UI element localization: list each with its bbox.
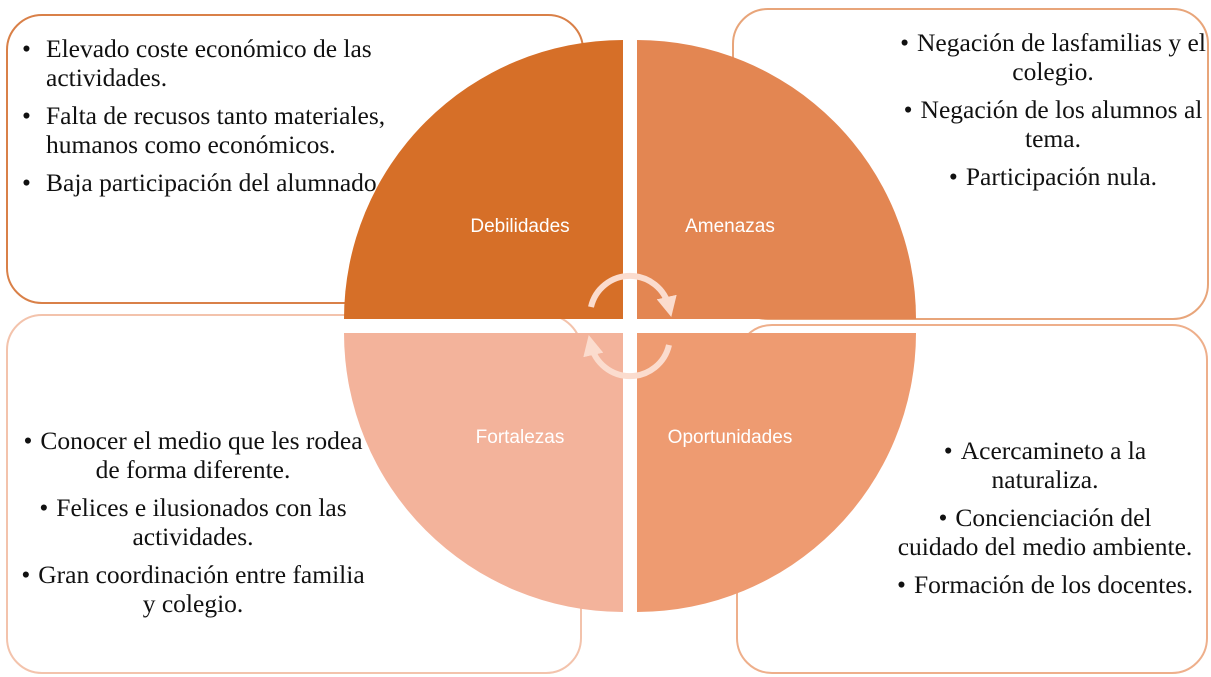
- fortalezas-label: Fortalezas: [475, 427, 565, 448]
- debilidades-bullet: Baja participación del alumnado.: [22, 168, 394, 197]
- debilidades-label: Debilidades: [470, 216, 570, 237]
- oportunidades-bullet: Acercamineto a la naturaliza.: [897, 436, 1193, 494]
- amenazas-bullet-list: Negación de lasfamilias y el colegio. Ne…: [900, 28, 1206, 191]
- amenazas-bullet: Negación de los alumnos al tema.: [900, 95, 1206, 153]
- amenazas-label: Amenazas: [685, 216, 775, 237]
- cycle-arrow-icon: [583, 272, 677, 380]
- oportunidades-bullet: Formación de los docentes.: [897, 570, 1193, 599]
- amenazas-bullet: Negación de lasfamilias y el colegio.: [900, 28, 1206, 86]
- fortalezas-bullet: Conocer el medio que les rodea de forma …: [14, 426, 372, 484]
- oportunidades-bullet-list: Acercamineto a la naturaliza. Conciencia…: [897, 436, 1193, 599]
- fortalezas-quadrant: [344, 333, 623, 612]
- amenazas-quadrant: [637, 40, 916, 319]
- cycle-arrow-top: [588, 272, 677, 317]
- debilidades-bullet: Falta de recusos tanto materiales, human…: [22, 101, 394, 159]
- debilidades-bullet: Elevado coste económico de las actividad…: [22, 34, 394, 92]
- cycle-arrow-bottom: [583, 335, 672, 380]
- oportunidades-quadrant: [637, 333, 916, 612]
- amenazas-bullet: Participación nula.: [900, 162, 1206, 191]
- debilidades-bullet-list: Elevado coste económico de las actividad…: [22, 34, 394, 197]
- fortalezas-bullet: Gran coordinación entre familia y colegi…: [14, 560, 372, 618]
- debilidades-quadrant: [344, 40, 623, 319]
- oportunidades-bullet: Concienciación del cuidado del medio amb…: [897, 503, 1193, 561]
- oportunidades-label: Oportunidades: [667, 427, 793, 448]
- fortalezas-bullet-list: Conocer el medio que les rodea de forma …: [14, 426, 372, 618]
- fortalezas-bullet: Felices e ilusionados con las actividade…: [14, 493, 372, 551]
